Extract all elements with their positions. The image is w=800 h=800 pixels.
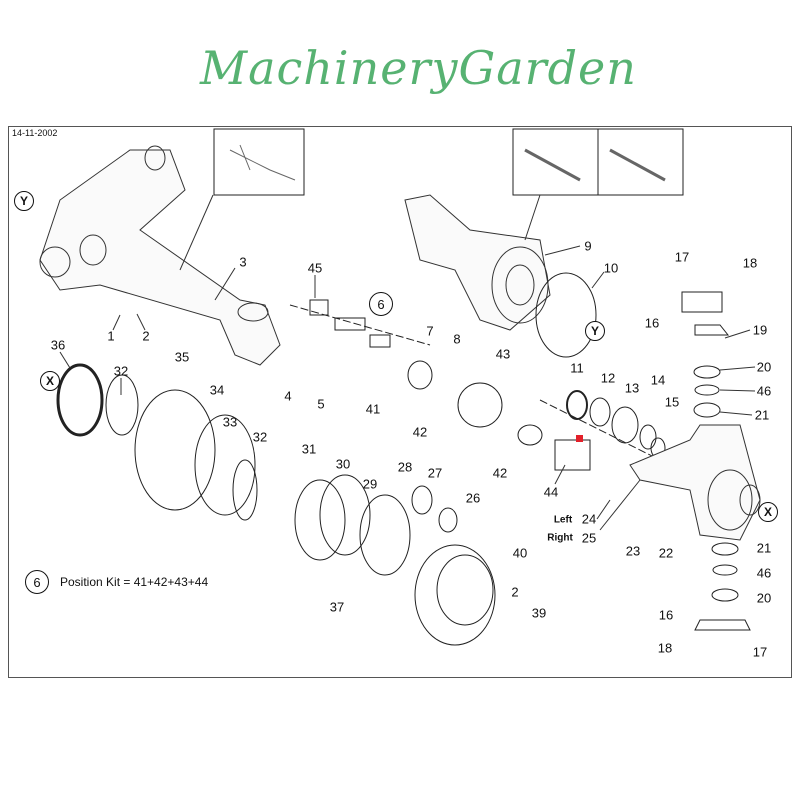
callout: 18 [742,255,758,271]
inset-axle-view-left [213,128,305,196]
callout: 12 [600,370,616,386]
callout: 21 [754,407,770,423]
callout: 13 [624,380,640,396]
callout: 9 [584,238,592,254]
callout: 46 [756,383,772,399]
callout: 11 [570,360,584,376]
callout: 42 [492,465,508,481]
side-label-left: Left [553,514,573,526]
callout: 1 [107,328,115,344]
callout: 33 [222,414,238,430]
callout: 34 [209,382,225,398]
seals-left [56,363,258,521]
callout: 29 [362,476,378,492]
callout: 21 [756,540,772,556]
watermark: MachineryGarden [200,41,637,95]
callout: 23 [625,543,641,559]
callout: 44 [543,484,559,500]
callout: 2 [142,328,150,344]
differential-housing [404,194,551,331]
callout: 26 [465,490,481,506]
callout: 36 [50,337,66,353]
callout: 40 [512,545,528,561]
callout: 14 [650,372,666,388]
kit-legend-marker: 6 [25,570,49,594]
callout: 39 [531,605,547,621]
callout: 4 [284,388,292,404]
marker-y: Y [14,191,34,211]
callout: 22 [658,545,674,561]
callout: 10 [603,260,619,276]
shaft-and-joints [289,299,681,471]
callout: 20 [756,590,772,606]
callout: 43 [495,346,511,362]
callout: 15 [664,394,680,410]
red-marker [576,435,583,442]
callout: 19 [752,322,768,338]
callout: 31 [301,441,317,457]
callout: 5 [317,396,325,412]
callout: 41 [365,401,381,417]
drawing-date: 14-11-2002 [12,128,58,138]
callout: 27 [427,465,443,481]
callout: 45 [307,260,323,276]
callout: 35 [174,349,190,365]
steering-knuckle [629,424,761,541]
callout: 42 [412,424,428,440]
callout: 30 [335,456,351,472]
callout: 32 [113,363,129,379]
inset-axle-view-mid [512,128,599,196]
callout: 2 [511,584,519,600]
callout: 16 [644,315,660,331]
leader-lines [59,245,756,531]
callout: 37 [329,599,345,615]
axle-housing [39,145,281,366]
callout: 3 [239,254,247,270]
callout: 32 [252,429,268,445]
callout: 8 [453,331,461,347]
callout: 20 [756,359,772,375]
inset-axle-view-right [597,128,684,196]
wheel-hub-40 [414,544,496,646]
lower-kingpin-parts [694,542,751,631]
kit-marker-6: 6 [369,292,393,316]
inset-boxes [213,128,684,196]
callout: 24 [581,511,597,527]
callout: 28 [397,459,413,475]
callout: 25 [581,530,597,546]
marker-y: Y [585,321,605,341]
callout: 17 [752,644,768,660]
side-label-right: Right [547,532,573,544]
marker-x: X [40,371,60,391]
callout: 18 [657,640,673,656]
callout: 16 [658,607,674,623]
o-ring-10 [535,272,597,358]
marker-x: X [758,502,778,522]
callout: 17 [674,249,690,265]
planetary-parts [294,474,458,576]
position-kit-note: Position Kit = 41+42+43+44 [60,575,209,589]
diagram-frame [8,126,792,678]
callout: 7 [426,323,434,339]
callout: 46 [756,565,772,581]
